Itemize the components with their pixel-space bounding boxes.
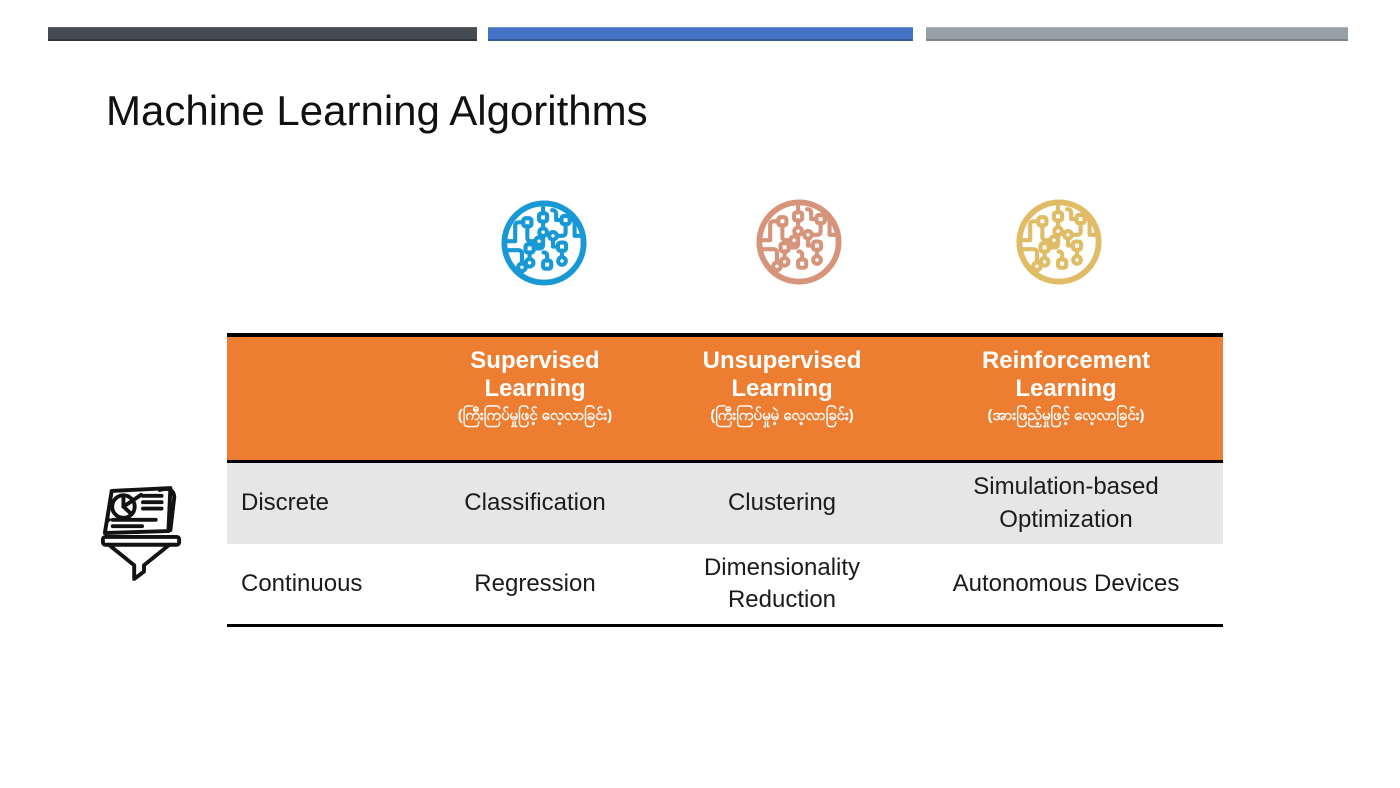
header-cell-supervised: Supervised Learning (ကြီးကြပ်မှုဖြင့် လေ… [415,337,655,463]
header-title-unsupervised: Unsupervised Learning [702,347,862,403]
report-funnel-icon [99,483,187,583]
header-subtitle-reinforcement-burmese: (အားဖြည့်မှုဖြင့် လေ့လာခြင်း) [987,406,1145,424]
cell-regression: Regression [415,544,655,624]
accent-bar-blue [488,27,913,41]
cell-classification: Classification [415,463,655,544]
header-cell-unsupervised: Unsupervised Learning (ကြီးကြပ်မှုမဲ့ လေ… [655,337,909,463]
accent-bar-dark [48,27,477,41]
row-label-discrete: Discrete [227,463,415,544]
circuit-brain-icon-supervised [499,198,589,288]
cell-simulation-based-optimization: Simulation-based Optimization [909,463,1223,544]
header-subtitle-unsupervised-burmese: (ကြီးကြပ်မှုမဲ့ လေ့လာခြင်း) [710,406,854,424]
header-title-supervised: Supervised Learning [470,347,600,403]
slide-title: Machine Learning Algorithms [106,87,648,134]
header-cell-reinforcement: Reinforcement Learning (အားဖြည့်မှုဖြင့်… [909,337,1223,463]
header-cell-empty [227,337,415,463]
header-subtitle-supervised-burmese: (ကြီးကြပ်မှုဖြင့် လေ့လာခြင်း) [457,406,613,424]
circuit-brain-icon-unsupervised [754,197,844,287]
cell-dimensionality-reduction: Dimensionality Reduction [655,544,909,624]
cell-clustering: Clustering [655,463,909,544]
header-title-reinforcement: Reinforcement Learning [981,347,1151,403]
accent-bar-gray [926,27,1348,41]
circuit-brain-icon-reinforcement [1014,197,1104,287]
ml-algorithms-table: Supervised Learning (ကြီးကြပ်မှုဖြင့် လေ… [227,333,1223,627]
row-label-continuous: Continuous [227,544,415,624]
cell-autonomous-devices: Autonomous Devices [909,544,1223,624]
